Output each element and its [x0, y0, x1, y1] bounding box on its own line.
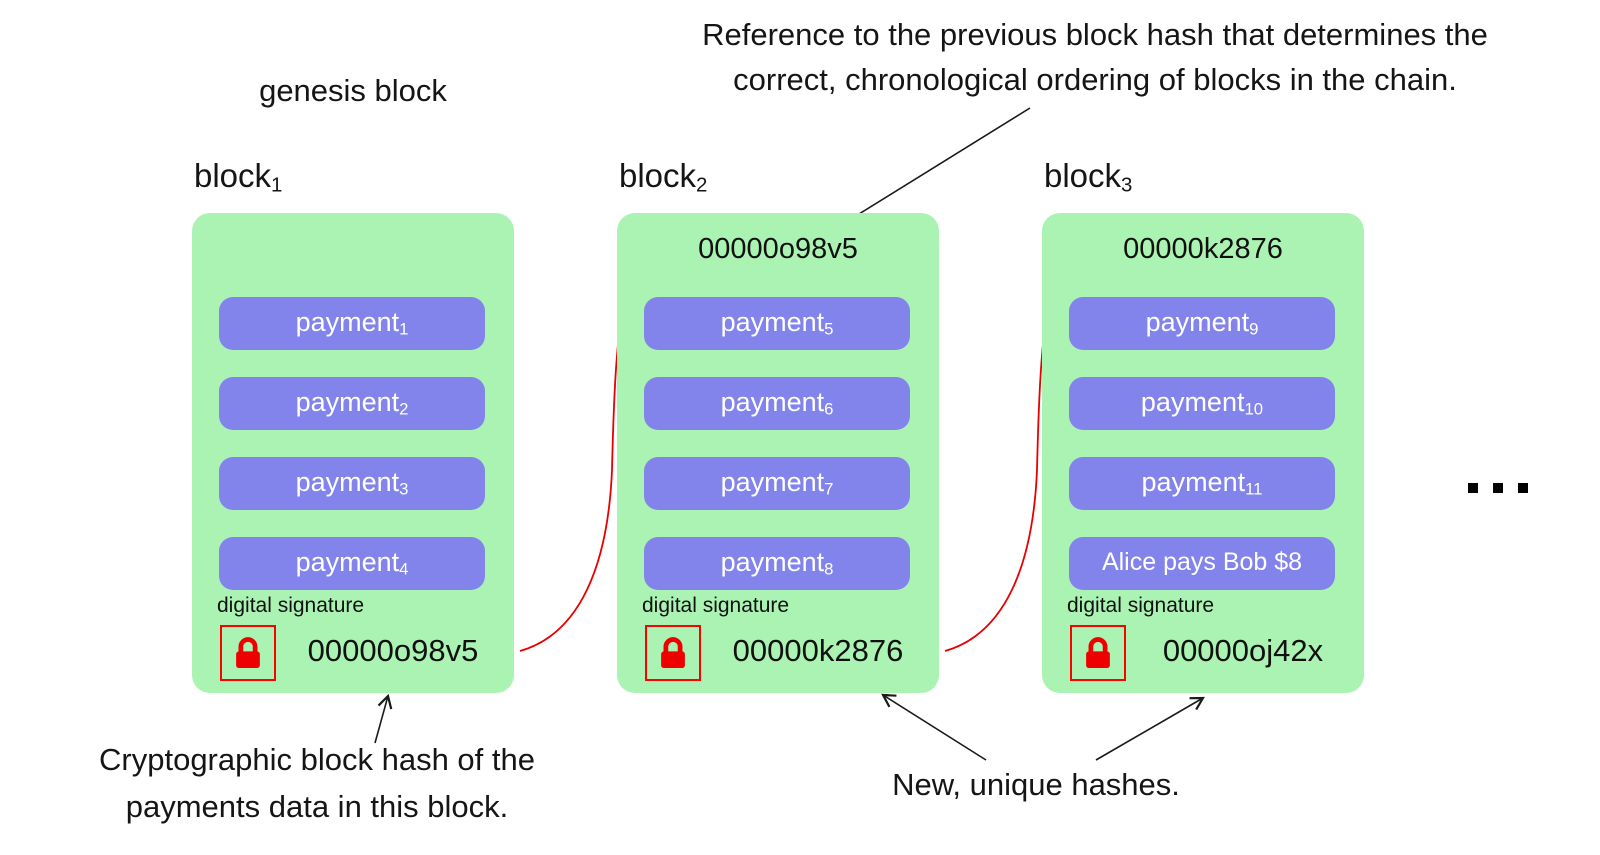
- payment-sub: 5: [824, 319, 834, 339]
- payment-text: payment: [295, 387, 400, 418]
- block1-hash: 00000o98v5: [307, 633, 479, 668]
- block3-hash: 00000oj42x: [1162, 633, 1324, 668]
- block3-label: block3: [1044, 157, 1132, 198]
- digital-signature-label: digital signature: [642, 594, 790, 617]
- payment-item-alice-pays-bob: Alice pays Bob $8: [1069, 537, 1335, 590]
- payment-text: payment: [1141, 467, 1246, 498]
- signature-lock-frame: [645, 625, 701, 681]
- payment-item: payment1: [219, 297, 485, 350]
- payment-sub: 4: [399, 559, 409, 579]
- payment-item: payment5: [644, 297, 910, 350]
- payment-text: payment: [720, 547, 825, 578]
- payment-sub: 9: [1249, 319, 1259, 339]
- ellipsis-dot: [1468, 483, 1478, 493]
- payment-sub: 7: [824, 479, 834, 499]
- lock-icon: [661, 637, 685, 669]
- payment-item: payment3: [219, 457, 485, 510]
- payment-text: payment: [295, 467, 400, 498]
- payment-item: payment6: [644, 377, 910, 430]
- block2-prev-hash: 00000o98v5: [698, 233, 858, 265]
- payment-item: payment11: [1069, 457, 1335, 510]
- block3: 00000k2876 payment9 payment10 payment11 …: [1042, 213, 1364, 693]
- signature-lock-frame: [1070, 625, 1126, 681]
- block2-label-sub: 2: [696, 173, 708, 197]
- digital-signature-label: digital signature: [217, 594, 365, 617]
- payment-sub: 2: [399, 399, 409, 419]
- payment-text: payment: [720, 307, 825, 338]
- block2-label-text: block: [619, 157, 697, 194]
- block1-label-sub: 1: [271, 173, 283, 197]
- payment-item: payment9: [1069, 297, 1335, 350]
- lock-icon: [236, 637, 260, 669]
- block1-label: block1: [194, 157, 282, 198]
- payment-item: payment4: [219, 537, 485, 590]
- payment-text: Alice pays Bob $8: [1101, 548, 1303, 577]
- payment-item: payment10: [1069, 377, 1335, 430]
- block3-prev-hash: 00000k2876: [1123, 233, 1283, 265]
- payment-text: payment: [1145, 307, 1250, 338]
- payment-sub: 8: [824, 559, 834, 579]
- ellipsis-dot: [1493, 483, 1503, 493]
- top-annotation: Reference to the previous block hash tha…: [630, 12, 1560, 102]
- signature-lock-frame: [220, 625, 276, 681]
- payment-text: payment: [295, 307, 400, 338]
- bottom-right-annotation: New, unique hashes.: [892, 767, 1180, 802]
- payment-item: payment2: [219, 377, 485, 430]
- payment-sub: 1: [399, 319, 409, 339]
- block1: payment1 payment2 payment3 payment4 digi…: [192, 213, 514, 693]
- block1-label-text: block: [194, 157, 272, 194]
- top-annotation-line2: correct, chronological ordering of block…: [733, 62, 1457, 97]
- block2-label: block2: [619, 157, 707, 198]
- payment-sub: 11: [1245, 479, 1263, 499]
- lock-icon: [1086, 637, 1110, 669]
- payment-text: payment: [720, 467, 825, 498]
- block2-hash: 00000k2876: [732, 633, 904, 668]
- more-blocks-ellipsis-icon: [1468, 483, 1528, 493]
- payment-sub: 6: [824, 399, 834, 419]
- bottom-left-annotation-line1: Cryptographic block hash of the: [99, 742, 535, 777]
- block3-label-text: block: [1044, 157, 1122, 194]
- payment-sub: 3: [399, 479, 409, 499]
- payment-text: payment: [720, 387, 825, 418]
- bottom-left-annotation: Cryptographic block hash of the payments…: [37, 736, 597, 830]
- bottom-left-annotation-line2: payments data in this block.: [125, 789, 509, 824]
- ellipsis-dot: [1518, 483, 1528, 493]
- block2: 00000o98v5 payment5 payment6 payment7 pa…: [617, 213, 939, 693]
- arrow-newhash-left: [881, 693, 987, 761]
- payment-sub: 10: [1244, 399, 1264, 419]
- payment-item: payment8: [644, 537, 910, 590]
- arrow-newhash-right: [1095, 696, 1205, 761]
- top-annotation-line1: Reference to the previous block hash tha…: [702, 17, 1488, 52]
- genesis-block-label: genesis block: [259, 73, 447, 108]
- digital-signature-label: digital signature: [1067, 594, 1215, 617]
- payment-text: payment: [1140, 387, 1245, 418]
- arrow-reference-to-prevhash: [836, 107, 1031, 229]
- payment-item: payment7: [644, 457, 910, 510]
- payment-text: payment: [295, 547, 400, 578]
- block3-label-sub: 3: [1121, 173, 1133, 197]
